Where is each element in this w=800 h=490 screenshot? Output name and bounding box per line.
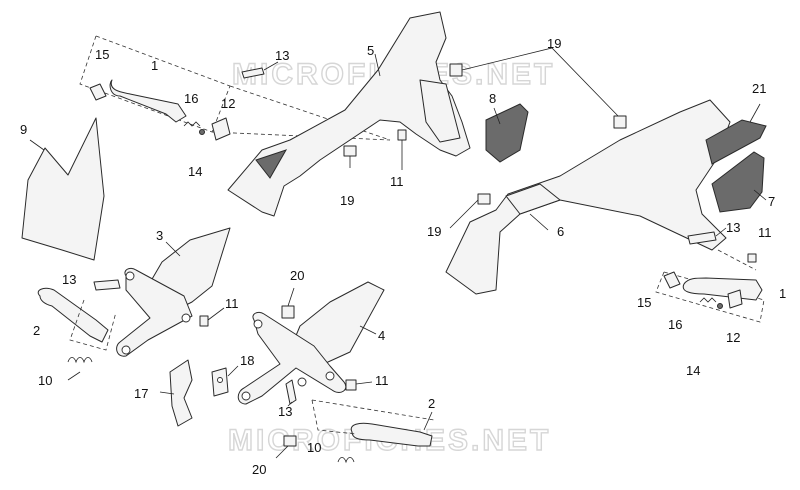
part-17-plate — [159, 359, 193, 427]
callout-8: 8 — [489, 91, 496, 106]
callout-12-right: 12 — [726, 330, 740, 345]
callout-13-lower: 13 — [278, 404, 292, 419]
part-11-clip-b — [747, 253, 757, 263]
part-20-bolt-a — [281, 287, 295, 319]
part-16-spring-b — [699, 297, 717, 303]
part-12-clip — [211, 117, 231, 141]
group-upper-left — [79, 35, 391, 141]
part-21-cover — [705, 103, 767, 165]
callout-16-upper-left: 16 — [184, 91, 198, 106]
callout-7: 7 — [768, 194, 775, 209]
callout-11-center: 11 — [390, 174, 404, 189]
part-2-footpeg-a — [37, 287, 117, 351]
part-14-ball-b — [717, 303, 723, 309]
callout-19-right: 19 — [427, 224, 441, 239]
callout-20-upper: 20 — [290, 268, 304, 283]
part-2-footpeg-b — [311, 399, 435, 447]
callout-16-right: 16 — [668, 317, 682, 332]
part-10-spring-a — [67, 357, 93, 381]
part-12-clip-b — [727, 289, 743, 309]
callout-3: 3 — [156, 228, 163, 243]
part-1-footpeg-b — [682, 277, 763, 301]
callout-2-lower: 2 — [428, 396, 435, 411]
callout-21: 21 — [752, 81, 766, 96]
part-11-clip-c — [199, 307, 225, 327]
callout-11-mid-left: 11 — [225, 296, 239, 311]
callout-14-upper-left: 14 — [188, 164, 202, 179]
callout-4: 4 — [378, 328, 385, 343]
callout-5: 5 — [367, 43, 374, 58]
callout-1-right: 1 — [779, 286, 786, 301]
part-14-ball — [199, 129, 205, 135]
callout-6: 6 — [557, 224, 564, 239]
callout-15-right: 15 — [637, 295, 651, 310]
part-15-block-b — [663, 271, 681, 289]
callout-labels: 15 1 16 12 14 9 13 5 19 8 11 19 21 7 19 … — [20, 36, 786, 477]
part-8-cover — [485, 103, 529, 163]
part-10-spring-b — [337, 457, 355, 464]
part-7-cover — [711, 151, 767, 213]
group-lower-right — [655, 249, 765, 323]
part-13-pin-c — [93, 279, 121, 291]
callout-1-upper-left: 1 — [151, 58, 158, 73]
callout-13-top: 13 — [275, 48, 289, 63]
part-13-pin-a — [241, 67, 265, 79]
callout-18: 18 — [240, 353, 254, 368]
callout-10-left: 10 — [38, 373, 52, 388]
callout-11-right: 11 — [758, 225, 772, 240]
part-19-bolt-top — [449, 47, 627, 129]
callout-13-right: 13 — [726, 220, 740, 235]
callout-20-lower: 20 — [252, 462, 266, 477]
callout-9: 9 — [20, 122, 27, 137]
part-16-spring — [183, 121, 201, 127]
callout-11-mid-right: 11 — [375, 373, 389, 388]
part-11-clip-d — [345, 379, 373, 391]
callout-17: 17 — [134, 386, 148, 401]
callout-15-upper-left: 15 — [95, 47, 109, 62]
callout-13-left: 13 — [62, 272, 76, 287]
part-4-bracket — [237, 281, 385, 405]
part-5-bracket — [227, 11, 471, 217]
callout-2-left: 2 — [33, 323, 40, 338]
part-1-footpeg — [109, 79, 187, 123]
part-18-plate — [211, 365, 239, 397]
part-13-pin-d — [285, 379, 297, 407]
callout-12-upper-left: 12 — [221, 96, 235, 111]
part-9-panel — [21, 117, 105, 261]
part-15-block — [89, 83, 107, 101]
part-3-bracket — [116, 227, 231, 357]
callout-14-right: 14 — [686, 363, 700, 378]
part-20-bolt-b — [275, 435, 297, 459]
callout-10-lower: 10 — [307, 440, 321, 455]
callout-19-left: 19 — [340, 193, 354, 208]
callout-19-top: 19 — [547, 36, 561, 51]
part-6-bracket — [445, 99, 731, 295]
